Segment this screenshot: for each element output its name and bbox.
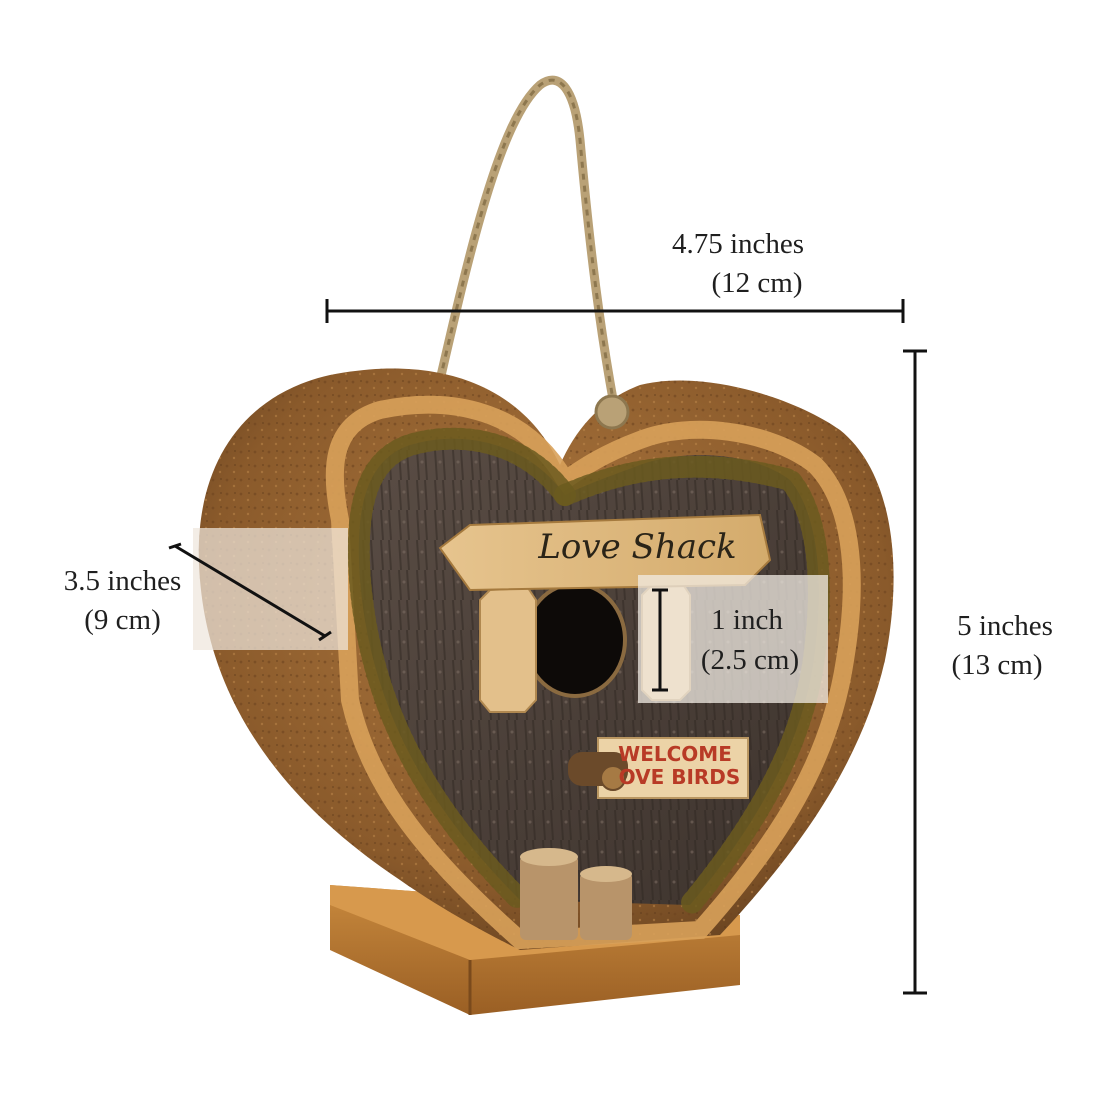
depth-dimension-line <box>168 542 332 642</box>
height-dimension-line <box>903 349 927 995</box>
love-shack-sign <box>438 513 772 592</box>
opening-dimension-line <box>652 588 668 692</box>
width-label-cm: (12 cm) <box>711 267 803 299</box>
depth-label-cm: (9 cm) <box>84 604 161 636</box>
left-shutter <box>479 586 537 713</box>
width-dimension-line <box>325 299 905 323</box>
welcome-sign <box>568 737 749 799</box>
opening-label-inches: 1 inch <box>711 604 783 636</box>
opening-label-panel <box>638 575 828 703</box>
depth-label-inches: 3.5 inches <box>63 565 182 597</box>
height-label-inches: 5 inches <box>957 610 1053 642</box>
hanging-rope <box>435 75 620 415</box>
welcome-sign-line2: OVE BIRDS <box>618 765 741 789</box>
love-shack-sign-text: Love Shack <box>538 527 737 567</box>
depth-label-panel <box>193 528 348 650</box>
welcome-sign-line1: WELCOME <box>618 742 732 766</box>
moss-trim <box>347 427 576 911</box>
entrance-hole <box>525 584 625 696</box>
height-label-cm: (13 cm) <box>951 649 1043 681</box>
wooden-posts <box>520 848 632 940</box>
opening-label-cm: (2.5 cm) <box>700 644 800 676</box>
width-label-inches: 4.75 inches <box>671 228 805 260</box>
